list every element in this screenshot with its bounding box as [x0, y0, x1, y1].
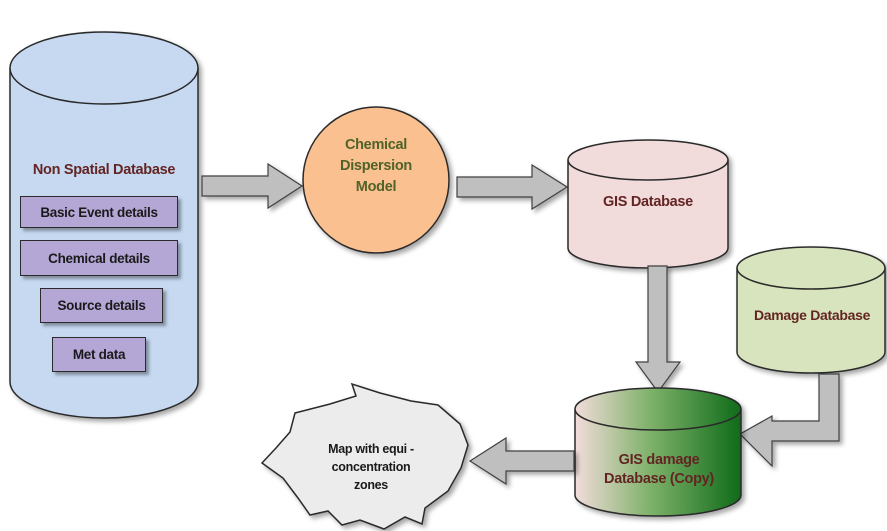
damage-database-label: Damage Database	[753, 307, 871, 323]
arrow-damage-to-gis-damage	[739, 373, 840, 468]
map-shape	[260, 382, 469, 530]
non-spatial-database-title: Non Spatial Database	[32, 162, 176, 178]
arrow-to-gis-database	[456, 163, 569, 211]
map-label: Map with equi - concentration zones	[298, 440, 444, 494]
gis-damage-database-cylinder	[574, 387, 742, 517]
gis-database-label: GIS Database	[603, 194, 693, 210]
map-line-3: zones	[354, 478, 388, 492]
gis-database-cylinder	[567, 139, 729, 269]
gis-damage-database-label: GIS damage Database (Copy)	[586, 451, 732, 489]
dispersion-model-line-2: Dispersion	[340, 158, 412, 174]
met-data-box: Met data	[52, 337, 146, 372]
map-line-2: concentration	[331, 460, 411, 474]
gis-damage-line-1: GIS damage	[618, 452, 700, 468]
damage-database-cylinder	[736, 246, 886, 374]
dispersion-model-line-1: Chemical	[344, 137, 408, 153]
dispersion-model-label: Chemical Dispersion Model	[316, 135, 436, 198]
gis-damage-line-2: Database (Copy)	[604, 471, 714, 487]
map-line-1: Map with equi -	[328, 442, 414, 456]
arrow-to-map	[468, 436, 575, 486]
basic-event-details-box: Basic Event details	[20, 196, 178, 228]
chemical-dispersion-model-circle	[302, 106, 450, 254]
source-details-box: Source details	[40, 288, 163, 323]
dispersion-model-line-3: Model	[355, 179, 397, 195]
arrow-to-dispersion-model	[201, 162, 304, 210]
arrow-to-gis-damage-database	[634, 265, 682, 394]
chemical-details-box: Chemical details	[20, 240, 178, 276]
